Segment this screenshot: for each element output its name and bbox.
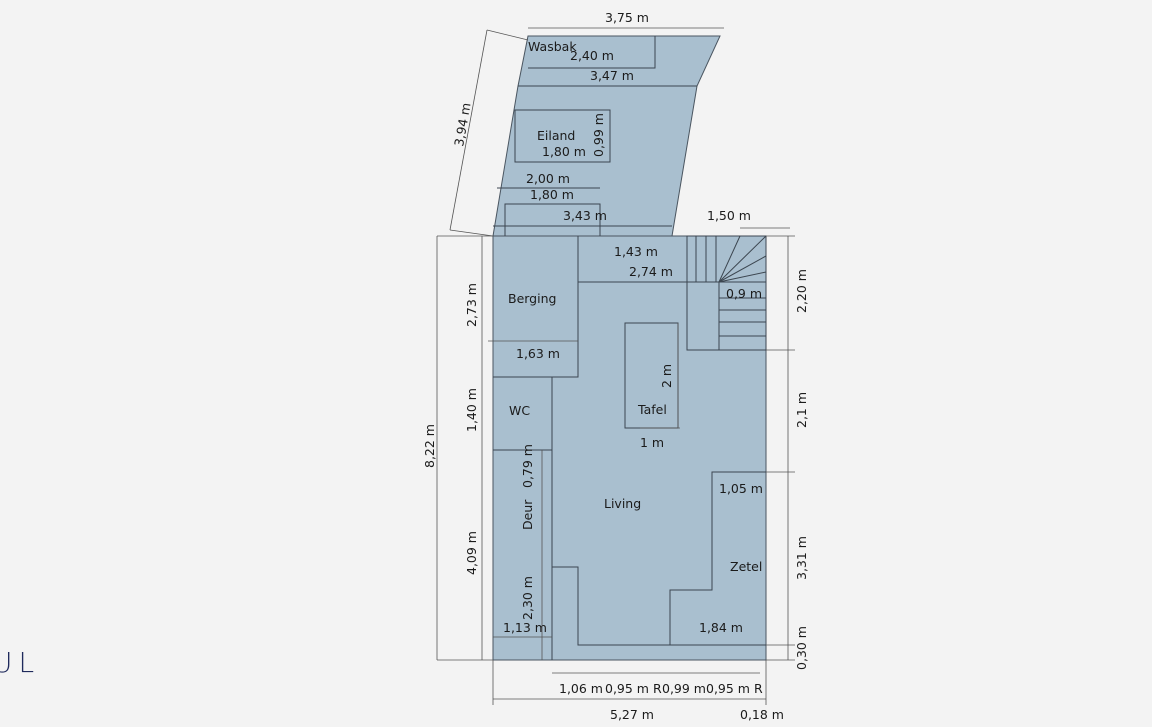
- room-label-tafel: Tafel: [637, 402, 667, 417]
- room-label-eiland: Eiland: [537, 128, 575, 143]
- dim-label: 1,43 m: [614, 244, 658, 259]
- dim-label: 1,50 m: [707, 208, 751, 223]
- dim-label: 0,9 m: [726, 286, 762, 301]
- kitchen-area: [492, 35, 721, 237]
- dim-label: 0,18 m: [740, 707, 784, 722]
- dim-label: 1,63 m: [516, 346, 560, 361]
- dim-label: 2,74 m: [629, 264, 673, 279]
- dim-label: 1,05 m: [719, 481, 763, 496]
- brand-logo-text: UL: [0, 646, 41, 679]
- dim-label: 0,95 m R: [706, 681, 763, 696]
- dim-label: 1,13 m: [503, 620, 547, 635]
- room-label-zetel: Zetel: [730, 559, 762, 574]
- dim-label: 0,99 m: [591, 113, 606, 157]
- dim-label: 1 m: [640, 435, 664, 450]
- dim-label: 1,80 m: [530, 187, 574, 202]
- dim-label: 2,30 m: [520, 576, 535, 620]
- room-label-living: Living: [604, 496, 641, 511]
- dim-label: 2,00 m: [526, 171, 570, 186]
- room-label-berging: Berging: [508, 291, 556, 306]
- dim-label: 0,95 m R: [605, 681, 662, 696]
- dim-label: 2 m: [659, 364, 674, 388]
- room-label-deur: Deur: [520, 499, 535, 530]
- room-label-wc: WC: [509, 403, 530, 418]
- dim-label: 1,80 m: [542, 144, 586, 159]
- ground-floor-area: [492, 235, 767, 661]
- dim-label: 3,43 m: [563, 208, 607, 223]
- dim-label: 3,31 m: [794, 536, 809, 580]
- dim-label: 2,73 m: [464, 283, 479, 327]
- dimension-lines: [436, 27, 795, 705]
- dim-label: 2,1 m: [794, 392, 809, 428]
- dim-label: 3,94 m: [451, 102, 473, 148]
- dim-label: 3,75 m: [605, 10, 649, 25]
- dim-label: 4,09 m: [464, 531, 479, 575]
- dim-label: 0,79 m: [520, 444, 535, 488]
- dim-label: 1,06 m: [559, 681, 603, 696]
- room-label-wasbak: Wasbak: [528, 39, 577, 54]
- dim-label: 1,84 m: [699, 620, 743, 635]
- dim-label: 5,27 m: [610, 707, 654, 722]
- dim-label: 2,40 m: [570, 48, 614, 63]
- dim-label: 2,20 m: [794, 269, 809, 313]
- dim-label: 8,22 m: [422, 424, 437, 468]
- dim-label: 1,40 m: [464, 388, 479, 432]
- dim-label: 0,99 m: [662, 681, 706, 696]
- staircase: [686, 235, 767, 351]
- dim-label: 3,47 m: [590, 68, 634, 83]
- dim-label: 0,30 m: [794, 626, 809, 670]
